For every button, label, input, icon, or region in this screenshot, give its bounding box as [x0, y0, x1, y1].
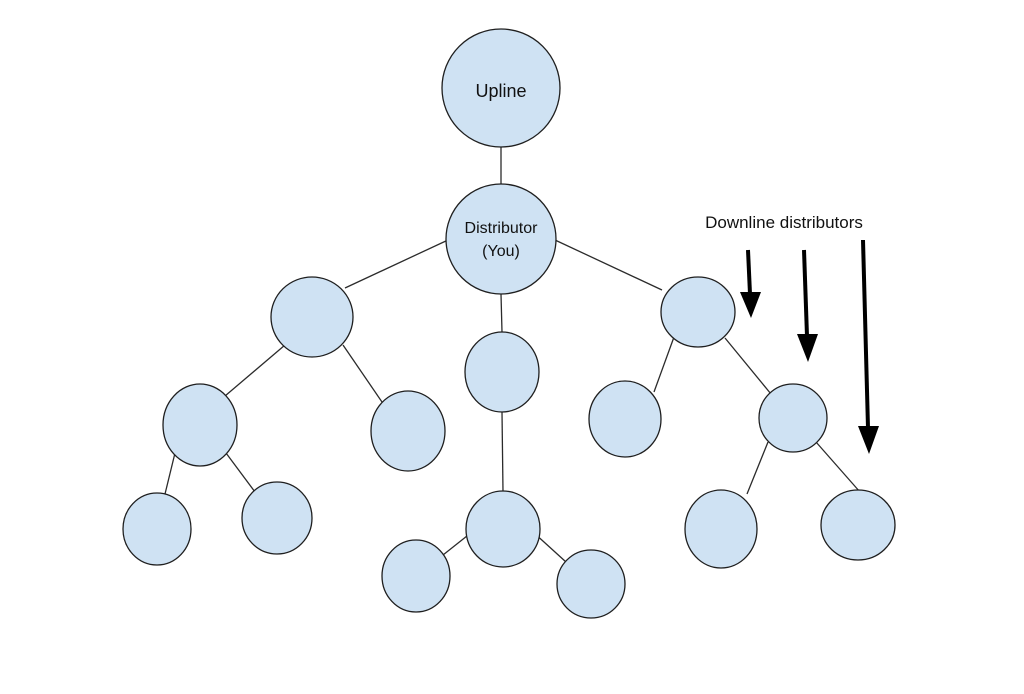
node-distributor-you — [445, 183, 557, 295]
node-level2-right-b — [758, 383, 828, 453]
edge-leftchild-a — [164, 452, 176, 495]
distributor-label-line1: Distributor — [465, 220, 539, 237]
downline-arrow-1 — [740, 249, 761, 318]
node-level1-right — [660, 276, 736, 348]
edge-left-leftchild — [224, 344, 286, 397]
distributor-label-line2: (You) — [482, 243, 520, 260]
upline-label: Upline — [475, 81, 526, 101]
node-level1-left — [270, 276, 354, 358]
node-level2-left-b — [370, 390, 446, 472]
downline-arrow-2 — [797, 249, 818, 362]
nodes — [122, 28, 896, 619]
edge-distributor-middle — [500, 293, 503, 333]
edge-rightchild-a — [746, 441, 769, 495]
downline-arrow-3 — [858, 239, 879, 454]
edge-right-rightchild — [724, 337, 772, 395]
node-level4-a — [381, 539, 451, 613]
edge-distributor-right — [554, 239, 663, 291]
edge-distributor-left — [344, 239, 449, 289]
node-upline — [441, 28, 561, 148]
node-level2-left-a — [162, 383, 238, 467]
edge-right-leftchild — [653, 336, 675, 393]
edge-left-rightchild — [342, 344, 383, 403]
node-level3-d — [820, 489, 896, 561]
node-level1-middle — [464, 331, 540, 413]
node-level2-right-a — [588, 380, 662, 458]
node-level3-b — [241, 481, 313, 555]
node-level3-middle — [465, 490, 541, 568]
edge-rightchild-b — [815, 441, 861, 493]
downline-arrows — [740, 239, 879, 454]
edge-leftchild-b — [225, 452, 256, 493]
edge-middle-child — [501, 411, 504, 493]
node-level3-c — [684, 489, 758, 569]
node-level3-a — [122, 492, 192, 566]
node-level4-b — [556, 549, 626, 619]
downline-distributors-label: Downline distributors — [705, 213, 863, 232]
